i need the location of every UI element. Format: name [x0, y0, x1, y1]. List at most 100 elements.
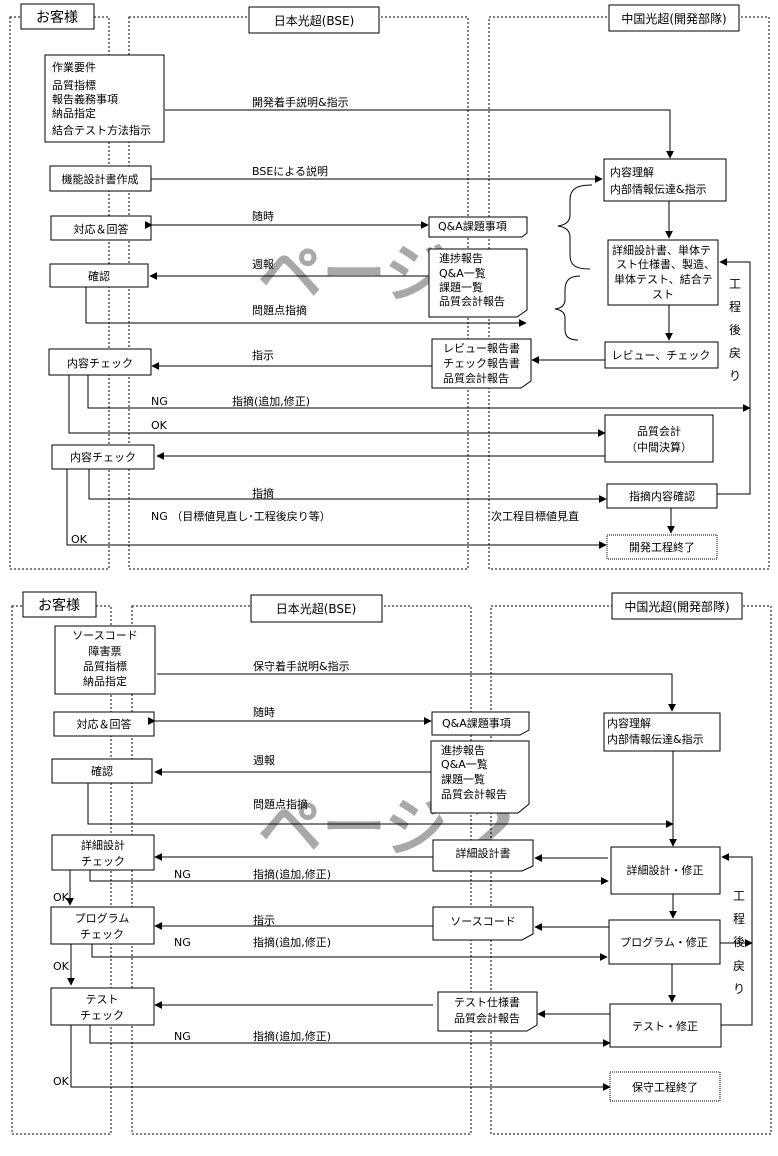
- doc-qa: [431, 711, 530, 736]
- edge-label-problem: 問題点指摘: [253, 797, 308, 811]
- node-func-design-label: 機能設計書作成: [62, 172, 139, 186]
- edge-label-ok-end: OK: [71, 533, 88, 546]
- doc-progress-line: 進捗報告: [439, 251, 483, 265]
- doc-test: [437, 991, 538, 1032]
- node-content-check-2-label: 内容チェック: [70, 450, 136, 464]
- node-confirm-issue: [606, 483, 718, 509]
- node-end-label: 保守工程終了: [632, 1080, 698, 1094]
- edge-label-ok: OK: [53, 960, 70, 973]
- node-end: [606, 534, 718, 560]
- node-test-check-line: チェック: [80, 1009, 124, 1022]
- brace-lower: [554, 275, 581, 341]
- node-quality-line: 品質会計: [637, 424, 681, 438]
- node-detail: [607, 239, 719, 306]
- lane-header-customer-label: お客様: [36, 9, 78, 26]
- edge-ok: [68, 375, 606, 437]
- doc-progress-line: Q&A一覧: [441, 757, 488, 771]
- node-end-label: 開発工程終了: [629, 540, 695, 554]
- node-content-check-1: [48, 348, 152, 376]
- node-respond-label: 対応＆回答: [74, 222, 129, 236]
- node-confirm: [51, 758, 153, 784]
- node-requirements: [44, 54, 165, 143]
- lane-header-dev: [608, 4, 740, 32]
- node-understand: [603, 712, 721, 752]
- lane-header-customer: [22, 591, 97, 618]
- node-respond: [53, 711, 155, 737]
- node-confirm-label: 確認: [91, 764, 113, 778]
- lane-header-dev: [611, 592, 743, 620]
- edge-label-ng-target: NG （目標値見直し･工程後戻り等）: [151, 509, 331, 523]
- edge-label-weekly: 週報: [252, 258, 274, 271]
- node-understand-line: 内容理解: [607, 716, 651, 730]
- doc-review-line: レビュー報告書: [443, 341, 520, 355]
- edge-label-ok: OK: [151, 419, 168, 432]
- doc-progress-line: 課題一覧: [439, 280, 483, 294]
- edge-label-ng-fix: 指摘(追加,修正): [253, 1029, 331, 1043]
- doc-progress-line: 課題一覧: [441, 772, 485, 786]
- node-requirements-line: 品質指標: [52, 78, 96, 92]
- node-source: [54, 625, 156, 695]
- node-source-line: 品質指標: [83, 659, 127, 673]
- doc-qa-label: Q&A課題事項: [442, 716, 511, 730]
- lane-header-bse-label: 日本光超(BSE): [276, 601, 357, 616]
- lane-header-customer: [20, 3, 95, 30]
- doc-progress-line: Q&A一覧: [439, 266, 486, 280]
- node-quality: [604, 414, 714, 463]
- node-test-check: [50, 987, 155, 1026]
- node-program-check: [50, 906, 155, 945]
- edge-label-anytime: 随時: [252, 209, 274, 223]
- node-confirm: [49, 263, 149, 288]
- edge-label-weekly: 週報: [253, 754, 275, 767]
- edge-label-kickoff: 保守着手説明&指示: [253, 659, 350, 673]
- edge-kickoff: [157, 673, 676, 712]
- node-requirements-line: 納品指定: [52, 106, 96, 120]
- edge-label-next-target: 次工程目標値見直: [491, 509, 579, 523]
- edge-label-instruct: 指示: [253, 913, 275, 927]
- rework-label-char: 戻: [729, 346, 741, 360]
- doc-source-label: ソースコード: [450, 915, 515, 928]
- node-understand-line: 内部情報伝達&指示: [607, 732, 704, 746]
- lane-header-dev-label: 中国光超(開発部隊): [624, 599, 729, 614]
- edge-label-ng: NG: [174, 1030, 191, 1043]
- node-end: [609, 1071, 721, 1102]
- edge-point: [88, 469, 607, 503]
- doc-progress-line: 進捗報告: [441, 743, 485, 757]
- edge-ok-end: [70, 1025, 611, 1091]
- rework-label-char: 後: [729, 323, 741, 337]
- edge-rework: [717, 258, 751, 495]
- doc-detail: [432, 839, 534, 872]
- doc-qa-label: Q&A課題事項: [438, 219, 507, 233]
- edge-label-ng-fix: 指摘(追加,修正): [232, 394, 310, 408]
- doc-progress: [428, 248, 528, 318]
- edge-label-bse-explain: BSEによる説明: [252, 164, 328, 178]
- node-source-line: 障害票: [89, 644, 122, 658]
- edge-rework: [721, 853, 753, 1026]
- doc-progress-line: 品質会計報告: [441, 787, 507, 801]
- doc-progress-line: 品質会計報告: [439, 294, 505, 308]
- doc-review-line: 品質会計報告: [443, 371, 509, 385]
- node-understand-line: 内部情報伝達&指示: [610, 182, 707, 196]
- edge-label-ng-fix: 指摘(追加,修正): [253, 867, 331, 881]
- node-quality-line: （中間決算）: [626, 440, 692, 454]
- diagram-development: ページ お客様 日本光超(BSE) 中国光超(開発部隊) 作業要件 品質指標 報…: [9, 3, 770, 570]
- node-understand: [603, 158, 727, 202]
- rework-label-char: 程: [729, 299, 741, 314]
- edge-ng-fix: [87, 375, 751, 412]
- node-detail-line: 単体テスト、結合テ: [614, 272, 713, 286]
- diagram-maintenance: ページ 2 お客様 日本光超(BSE) 中国光超(開発部隊) ソースコード 障害…: [11, 591, 772, 1135]
- doc-review: [431, 338, 532, 389]
- node-program-check-line: プログラム: [75, 911, 130, 925]
- rework-label-char: 後: [733, 935, 745, 949]
- node-content-check-2: [51, 444, 155, 470]
- doc-detail-label: 詳細設計書: [456, 846, 511, 860]
- node-review: [604, 341, 719, 369]
- node-detail-check-line: 詳細設計: [81, 838, 125, 852]
- lane-header-bse: [250, 594, 383, 623]
- node-requirements-line: 作業要件: [52, 61, 96, 74]
- node-test-fix: [609, 1003, 722, 1048]
- node-program-check-line: チェック: [80, 928, 124, 941]
- edge-ok-end: [66, 469, 607, 549]
- edge-label-ng: NG: [174, 936, 191, 949]
- edge-problem: [87, 783, 674, 828]
